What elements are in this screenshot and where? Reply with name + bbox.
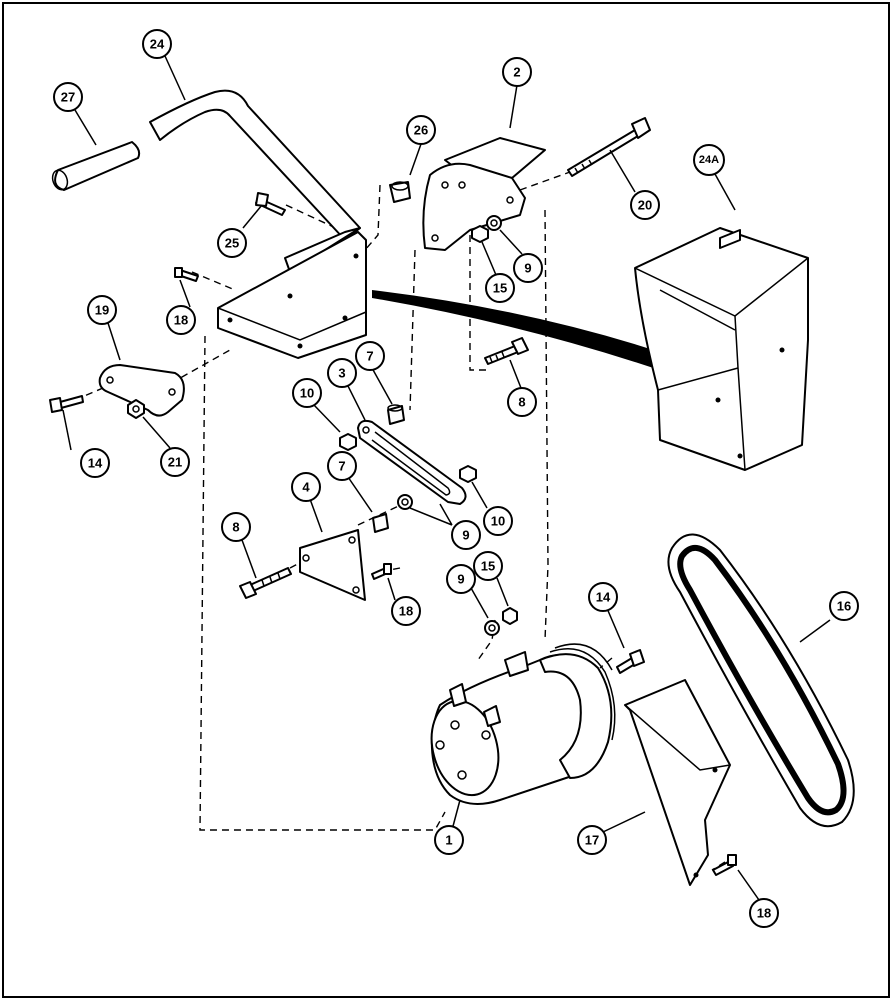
callout-8-lower: 8 [221,512,251,542]
spacer-7-upper-part [387,404,405,425]
nut-21-part [127,399,145,419]
grip-sleeve-part [51,141,141,191]
callout-4: 4 [291,472,321,502]
callout-15-upper: 15 [485,273,515,303]
svg-text:14: 14 [88,456,103,471]
svg-text:16: 16 [837,599,851,614]
callout-9-mid: 9 [451,520,481,550]
callout-18-upper: 18 [166,305,196,335]
svg-text:18: 18 [757,906,771,921]
callout-21: 21 [160,447,190,477]
svg-text:1: 1 [445,833,452,848]
svg-text:15: 15 [493,281,507,296]
nut-washer-lower-part [484,607,518,636]
callout-10-left: 10 [292,378,322,408]
nut-washer-upper-part [471,215,502,243]
handle-bracket-part [149,89,367,359]
svg-text:18: 18 [399,604,413,619]
drive-belt-part [667,533,855,828]
bolt-14-upper-part [49,395,84,413]
svg-text:10: 10 [300,386,314,401]
adjuster-link-part [357,419,467,505]
callout-9-lower: 9 [446,564,476,594]
belt-guard-part [624,679,731,886]
bolt-8-upper-part [484,337,529,365]
svg-text:8: 8 [232,520,239,535]
callout-15-lower: 15 [473,551,503,581]
callout-2: 2 [502,57,532,87]
callout-1: 1 [434,825,464,855]
callout-14-upper: 14 [80,448,110,478]
svg-text:10: 10 [491,514,505,529]
svg-text:9: 9 [462,528,469,543]
callout-17: 17 [577,825,607,855]
svg-text:14: 14 [596,590,611,605]
callout-27: 27 [53,82,83,112]
callout-25: 25 [217,228,247,258]
long-bolt-part [567,117,651,177]
callout-7-upper: 7 [355,341,385,371]
nut-10-right-part [459,465,477,483]
callout-18-bottom: 18 [749,898,779,928]
callout-3: 3 [327,358,357,388]
svg-text:8: 8 [518,395,525,410]
svg-text:18: 18 [174,313,188,328]
bolt-18-upper-part [174,267,199,282]
callout-9-upper: 9 [513,253,543,283]
svg-text:24A: 24A [699,154,719,166]
callout-7-lower: 7 [327,451,357,481]
svg-text:7: 7 [366,349,373,364]
callout-24A: 24A [693,144,725,176]
svg-text:4: 4 [302,480,310,495]
svg-text:20: 20 [638,198,652,213]
washer-9-mid-part [397,494,413,510]
svg-text:27: 27 [61,90,75,105]
bolt-18-mid-part [371,563,392,580]
callout-16: 16 [829,591,859,621]
svg-text:19: 19 [95,303,109,318]
callout-8-upper: 8 [507,387,537,417]
callout-18-mid: 18 [391,596,421,626]
plate-19-part [98,364,185,417]
mounting-plate-part [422,137,546,251]
svg-text:3: 3 [338,366,345,381]
compressor-part [430,643,616,805]
callout-14-lower: 14 [588,582,618,612]
leader-lines [62,55,831,901]
spacer-26-part [389,181,411,203]
strap-line [372,290,690,378]
plate-4-part [299,529,366,601]
svg-text:17: 17 [585,833,599,848]
spacer-7-lower-part [372,513,389,533]
svg-text:26: 26 [414,123,428,138]
callout-26: 26 [406,115,436,145]
nut-10-left-part [339,433,357,451]
bolt-8-lower-part [239,567,292,599]
svg-text:15: 15 [481,559,495,574]
svg-text:7: 7 [338,459,345,474]
bolt-25-part [255,192,286,216]
svg-text:25: 25 [225,236,239,251]
svg-text:2: 2 [513,65,520,80]
callout-20: 20 [630,190,660,220]
callout-24: 24 [142,29,172,59]
svg-text:9: 9 [457,572,464,587]
svg-text:24: 24 [150,37,165,52]
bolt-14-lower-part [616,649,645,674]
callout-10-right: 10 [483,506,513,536]
box-bracket-part [634,227,809,471]
svg-text:9: 9 [524,261,531,276]
assembly-guide-lines [74,171,726,871]
bolt-18-bottom-part [712,854,737,876]
svg-text:21: 21 [168,455,182,470]
callout-19: 19 [87,295,117,325]
